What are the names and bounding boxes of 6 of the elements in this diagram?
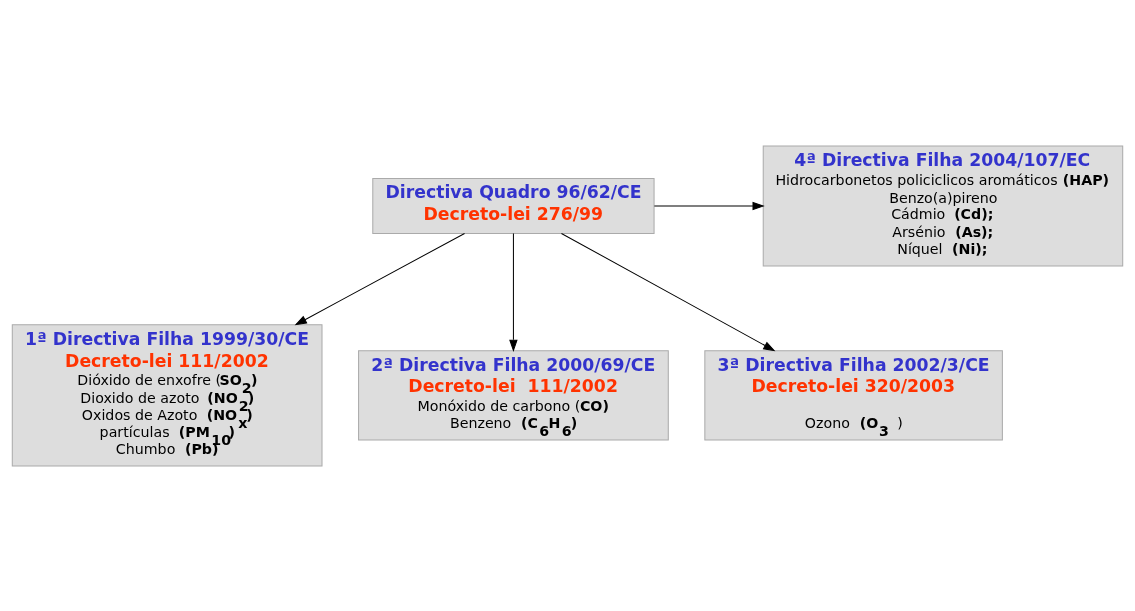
arrow xyxy=(653,201,765,210)
arrow xyxy=(560,232,776,351)
arrow xyxy=(509,232,518,352)
node-box: Directiva Quadro 96/62/CE Decreto-lei 276/99 xyxy=(372,177,655,234)
arrow xyxy=(294,232,466,325)
node-box: 4ª Directiva Filha 2004/107/EC Hidrocarbonetos policiclicos aromáticos (HAP) Benzo(a)pireno Cádmio (Cd); Arsénio (As); Níquel (Ni); xyxy=(762,145,1124,266)
